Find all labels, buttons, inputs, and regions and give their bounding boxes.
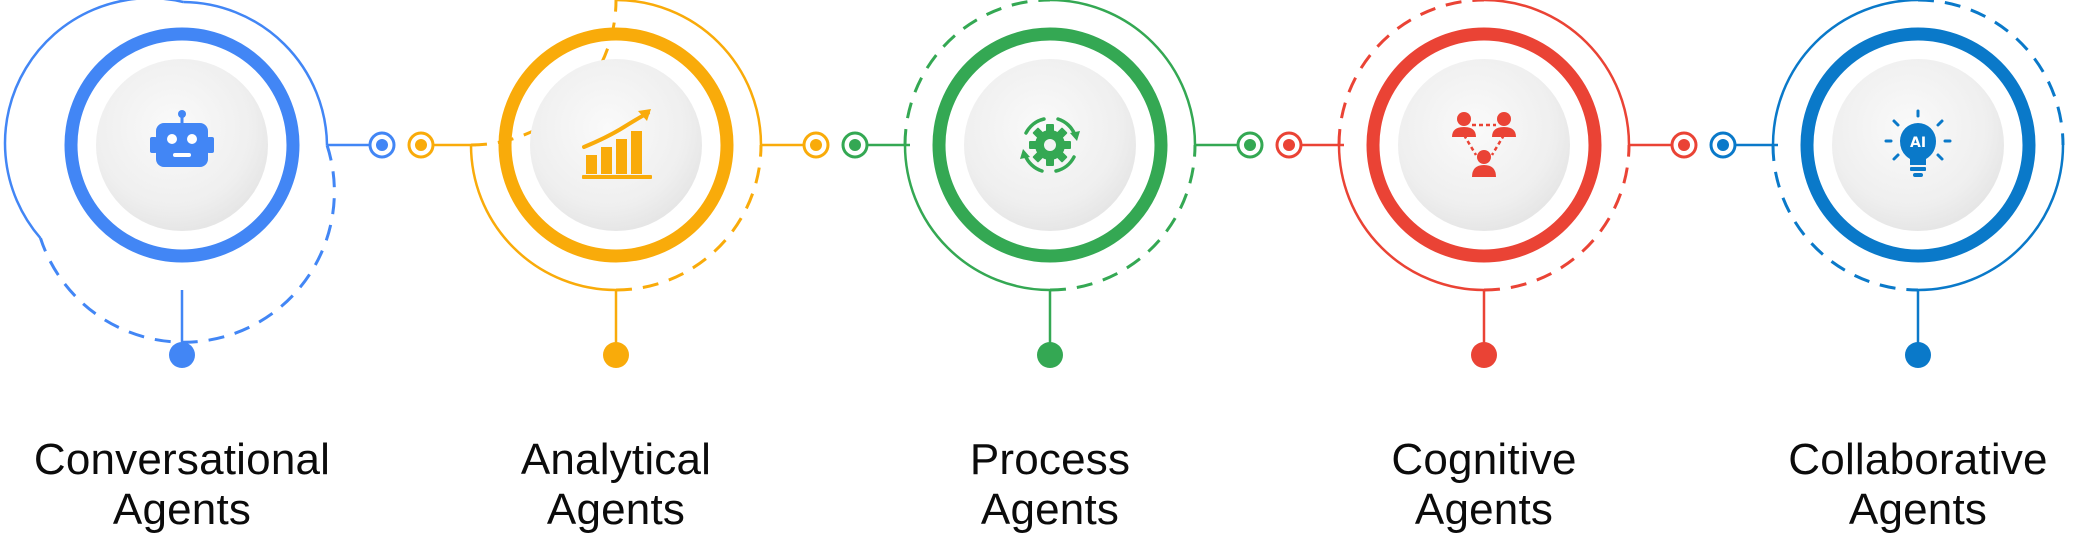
stage-process: Process Agents [903,0,1197,534]
node-dot [841,131,869,159]
main-ring [64,27,300,263]
node-dot [802,131,830,159]
node-dot [1236,131,1264,159]
node-dot [368,131,396,159]
stage-label-line1: Process [970,435,1130,484]
outer-arc-solid [1049,0,1197,146]
stage-collaborative: AI Collaborative Agents [1771,0,2065,534]
outer-arc-dashed [1049,144,1197,292]
node-dot [1670,131,1698,159]
node-dot [407,131,435,159]
outer-arc-solid [1483,0,1631,146]
stage-label-line2: Agents [1849,485,1987,534]
stage-label-line1: Analytical [521,435,711,484]
stage-label-line1: Conversational [34,435,330,484]
outer-arc-solid [615,0,763,146]
stage-label-line2: Agents [547,485,685,534]
stem-dot [1471,342,1497,368]
outer-arc-dashed [1917,0,2065,146]
ai-lightbulb-icon: AI [1884,109,1952,177]
stage-label-line2: Agents [981,485,1119,534]
stage-label-line2: Agents [1415,485,1553,534]
outer-arc-dashed [1337,0,1485,146]
outer-arc-solid [183,0,329,146]
stage-cognitive: Cognitive Agents [1337,0,1631,534]
outer-arc-solid [3,0,184,240]
inner-disc [1398,59,1570,231]
node-dot [1709,131,1737,159]
stem-dot [1905,342,1931,368]
outer-arc-dashed [1483,144,1631,292]
outer-arc-solid [1771,0,1919,146]
main-ring [1366,27,1602,263]
outer-arc-dashed [1771,144,1919,292]
stem-dot [603,342,629,368]
stem-dot [169,342,195,368]
node-dot [1275,131,1303,159]
stage-analytical: Analytical Agents [469,0,763,534]
growth-chart-icon [582,109,652,179]
svg-text:AI: AI [1910,135,1926,151]
connectors [327,131,1778,159]
cog-cycle-icon [1020,117,1080,173]
outer-arc-solid [1917,144,2065,292]
people-network-icon [1452,112,1516,177]
stage-label-line2: Agents [113,485,251,534]
main-ring [498,27,734,263]
main-ring [1800,27,2036,263]
stage-label-line1: Cognitive [1391,435,1576,484]
outer-arc-dashed [903,0,1051,146]
robot-icon [150,110,214,167]
stage-label-line1: Collaborative [1788,435,2047,484]
main-ring [932,27,1168,263]
outer-arc-solid [469,144,617,292]
outer-arc-solid [903,144,1051,292]
stage-conversational: Conversational Agents [3,0,336,534]
outer-arc-dashed [615,144,763,292]
stem-dot [1037,342,1063,368]
outer-arc-solid [1337,144,1485,292]
